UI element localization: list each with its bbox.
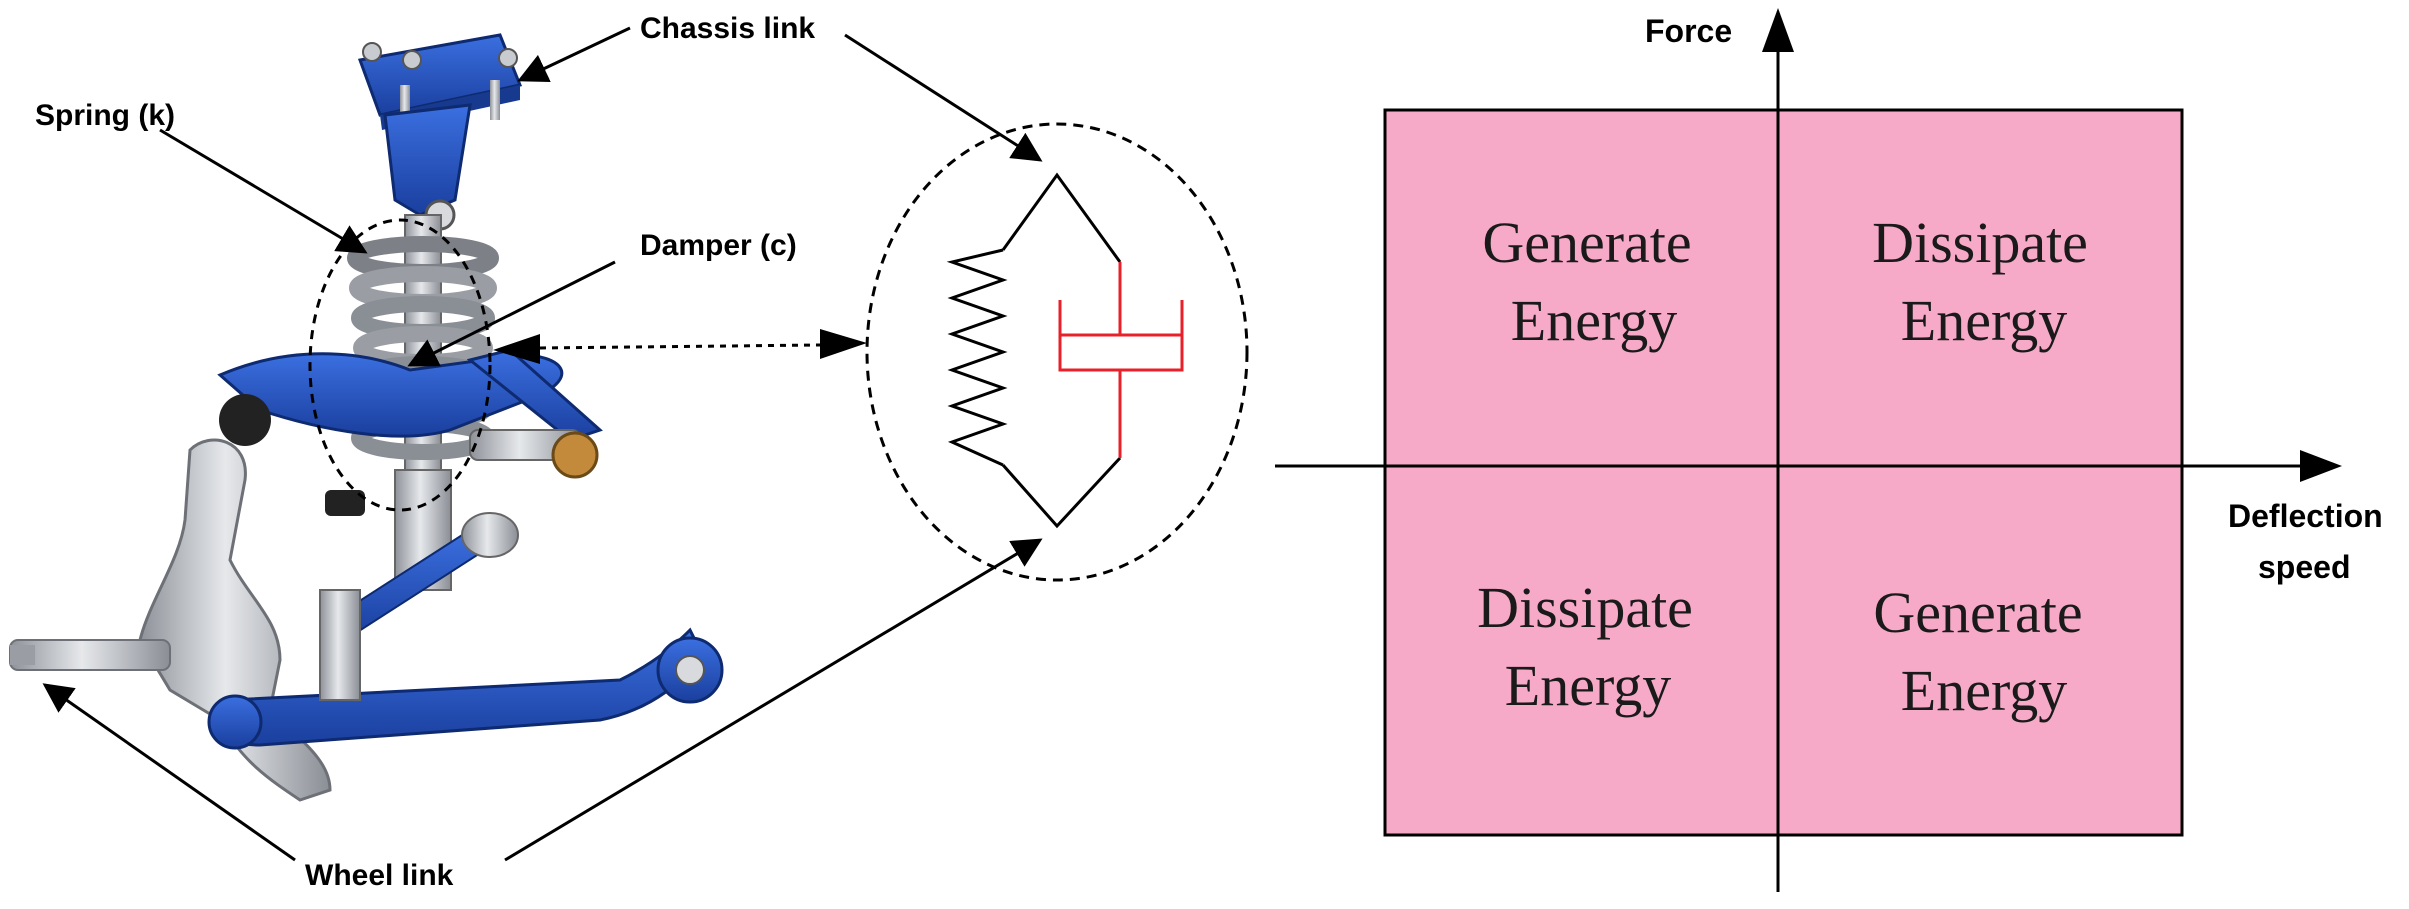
y-axis-arrowhead [1762,8,1794,52]
damper-arrow [407,260,616,367]
quadrant-bottom-right-line1: Generate [1873,580,2082,645]
coilover-highlight-ellipse [308,218,492,512]
quadrant-bottom-left-line2: Energy [1505,653,1671,718]
damper-symbol [1058,262,1184,458]
upper-control-arm [217,352,564,438]
chassis-link-arrow [517,26,631,83]
quadrant-top-right-line1: Dissipate [1872,210,2088,275]
link-arrowhead-left [493,334,540,364]
chassis-link-arrow-to-model [844,33,1043,162]
upper-bracket [383,103,472,217]
lower-control-arm [211,627,702,747]
wheel-link-arrow [42,683,296,862]
x-axis-label-line1: Deflection [2228,498,2383,534]
quadrant-bottom-left-line1: Dissipate [1477,575,1693,640]
spring-arrow [159,128,368,254]
spring-symbol [946,248,1008,467]
chassis-link-label: Chassis link [640,12,815,45]
quadrant-top-left-line2: Energy [1511,288,1677,353]
quadrant-bottom-right-line2: Energy [1901,658,2067,723]
wheel-link-arrow-to-model [504,538,1043,862]
steering-knuckle [138,438,332,802]
link-dotted-line [539,343,821,350]
quadrant-top-right-line2: Energy [1901,288,2067,353]
energy-quadrant-chart: Force Deflection speed Generate Energy D… [1275,8,2383,892]
spring-label: Spring (k) [35,99,175,132]
suspension-assembly-illustration [9,33,724,802]
model-dashed-ellipse [865,122,1249,582]
quadrant-box [1383,108,2184,837]
x-axis-label-line2: speed [2258,549,2350,585]
spring-damper-model [865,122,1249,582]
link-arrowhead-right [820,329,867,359]
x-axis-arrowhead [2300,450,2342,482]
wheel-spindle [9,639,171,671]
damper-label: Damper (c) [640,229,797,262]
quadrant-top-left-line1: Generate [1482,210,1691,275]
y-axis-label: Force [1645,13,1732,49]
wheel-link-label: Wheel link [305,859,454,892]
